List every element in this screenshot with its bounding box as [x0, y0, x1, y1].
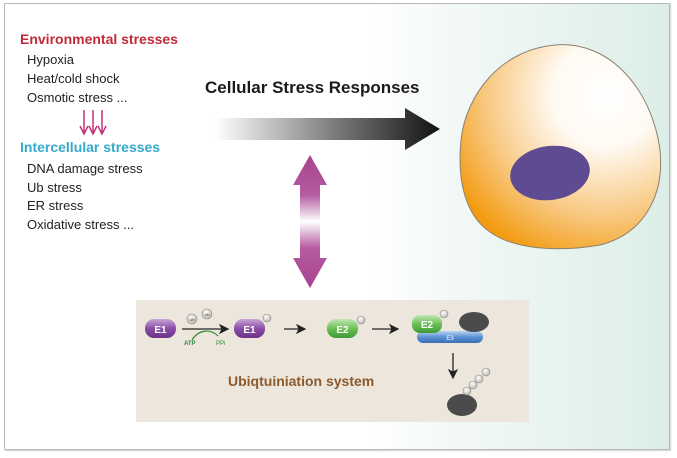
svg-text:E3: E3 [446, 336, 454, 342]
triple-down-arrows-icon [79, 110, 107, 136]
stress-response-arrow-icon [215, 108, 440, 150]
intra-stress-item: Ub stress [27, 180, 82, 195]
cellular-stress-responses-title: Cellular Stress Responses [205, 78, 420, 97]
atp-label: ATP [184, 341, 196, 347]
intra-stress-item: DNA damage stress [27, 161, 143, 176]
e1-ub-enzyme-icon: E1 [234, 313, 272, 338]
svg-text:Ub: Ub [204, 312, 210, 317]
ppi-label: PPi [216, 341, 225, 347]
intra-stress-item: Oxidative stress ... [27, 217, 134, 232]
ub-icon: Ub [186, 313, 198, 325]
environmental-stresses-title: Environmental stresses [20, 31, 178, 47]
env-stress-item: Heat/cold shock [27, 71, 120, 86]
svg-text:Ub: Ub [189, 317, 195, 322]
e1-enzyme-icon: E1 [145, 319, 176, 338]
bidirectional-arrow-icon [293, 155, 327, 288]
e2-ub-enzyme-icon: E2 [327, 315, 366, 338]
svg-text:E2: E2 [421, 320, 434, 331]
e3-complex-icon: E3 E2 [412, 309, 489, 343]
nucleus-icon [510, 145, 590, 201]
env-stress-item: Hypoxia [27, 52, 74, 67]
svg-text:E2: E2 [336, 325, 349, 336]
svg-text:E1: E1 [243, 325, 256, 336]
intra-stress-item: ER stress [27, 198, 84, 213]
ub-icon: Ub [201, 308, 213, 320]
svg-text:E1: E1 [154, 325, 167, 336]
ubiquitination-label: Ubiqtuiniation system [228, 373, 375, 389]
intracellular-stresses-title: Intercellular stresses [20, 139, 161, 155]
atp-ppi-curve-icon [191, 330, 219, 341]
polyubiquitinated-substrate-icon [447, 367, 491, 416]
env-stress-item: Osmotic stress ... [27, 90, 128, 105]
